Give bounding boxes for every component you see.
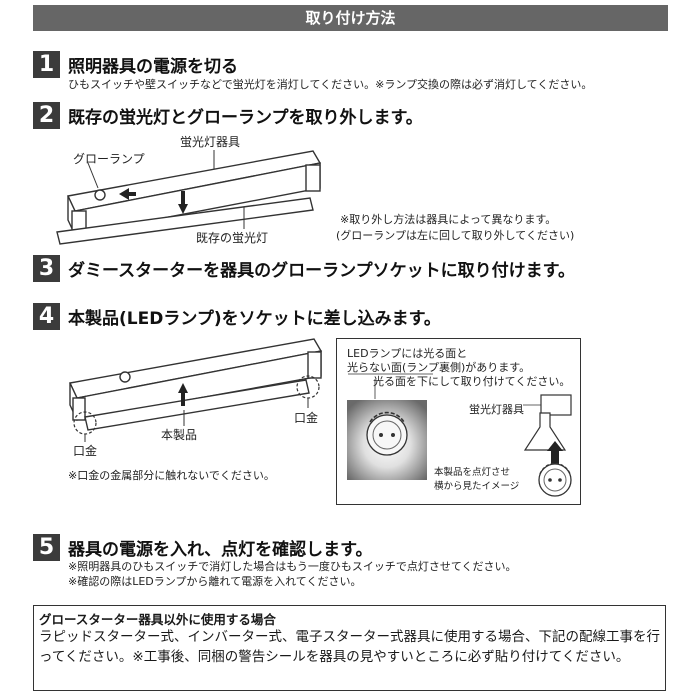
step-title: 器具の電源を入れ、点灯を確認します。 [68, 540, 373, 560]
step-number: 3 [33, 255, 60, 282]
cap-label-right: 口金 [294, 411, 319, 425]
warning-body: ラピッドスターター式、インバーター式、電子スターター式器具に使用する場合、下記の… [39, 629, 660, 665]
step-5: 5 器具の電源を入れ、点灯を確認します。 [33, 534, 372, 561]
warning-title: グロースターター器具以外に使用する場合 [39, 612, 276, 627]
step-number: 1 [33, 51, 60, 78]
cap-label-left: 口金 [73, 444, 98, 458]
inset-side-view-1: 本製品を点灯させ [434, 467, 511, 478]
step-1-note: ひもスイッチや壁スイッチなどで蛍光灯を消灯してください。※ランプ交換の際は必ず消… [68, 78, 593, 91]
step-4: 4 本製品(LEDランプ)をソケットに差し込みます。 [33, 303, 441, 330]
step-5-note-1: ※照明器具のひもスイッチで消灯した場合はもう一度ひもスイッチで点灯させてください… [68, 560, 517, 573]
removal-note: ※取り外し方法は器具によって異なります。 [340, 213, 557, 226]
step-5-note-2: ※確認の際はLEDランプから離れて電源を入れてください。 [68, 575, 362, 588]
step-3: 3 ダミースターターを器具のグローランプソケットに取り付けます。 [33, 255, 575, 282]
glow-lamp-label: グローランプ [73, 152, 145, 166]
fixture-label: 蛍光灯器具 [180, 135, 241, 149]
step-title: 照明器具の電源を切る [68, 57, 238, 77]
step-number: 2 [33, 102, 60, 129]
cap-warning: ※口金の金属部分に触れないでください。 [68, 469, 275, 482]
inset-fixture-label: 蛍光灯器具 [469, 403, 524, 416]
step-2: 2 既存の蛍光灯とグローランプを取り外します。 [33, 102, 423, 129]
step-title: ダミースターターを器具のグローランプソケットに取り付けます。 [68, 261, 575, 281]
removal-note-2: (グローランプは左に回して取り外してください) [336, 229, 575, 242]
lamp-orientation-inset: LEDランプには光る面と 光らない面(ランプ裏側)があります。 光る面を下にして… [336, 338, 581, 505]
step-title: 本製品(LEDランプ)をソケットに差し込みます。 [68, 309, 441, 329]
inset-line-1: LEDランプには光る面と [347, 347, 468, 360]
warning-box: グロースターター器具以外に使用する場合 ラピッドスターター式、インバーター式、電… [33, 605, 666, 691]
inset-line-2: 光らない面(ランプ裏側)があります。 [347, 361, 531, 374]
inset-drawing [347, 373, 572, 497]
inset-line-3: 光る面を下にして取り付けてください。 [373, 375, 571, 388]
existing-lamp-label: 既存の蛍光灯 [196, 231, 269, 245]
inset-side-view-2: 横から見たイメージ [434, 481, 520, 492]
step-title: 既存の蛍光灯とグローランプを取り外します。 [68, 108, 423, 128]
product-label: 本製品 [161, 428, 198, 442]
section-header: 取り付け方法 [33, 5, 668, 31]
step-number: 4 [33, 303, 60, 330]
step-number: 5 [33, 534, 60, 561]
step-1: 1 照明器具の電源を切る [33, 51, 238, 78]
